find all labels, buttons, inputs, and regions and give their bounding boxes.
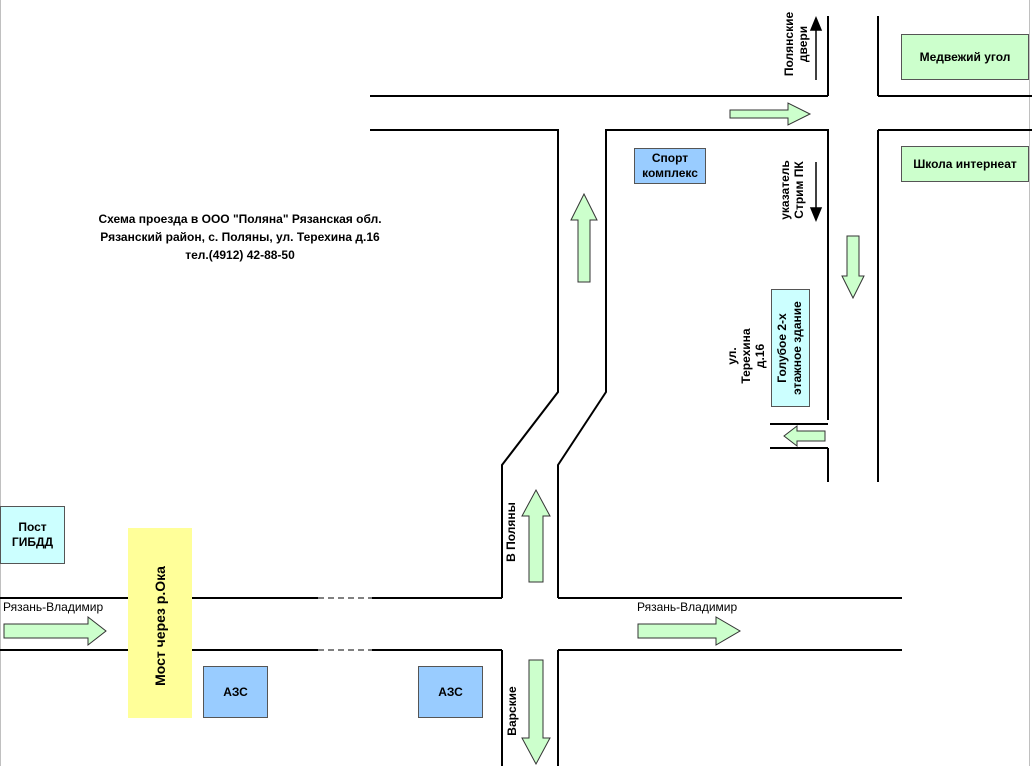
arrow-right-upper-road [729, 102, 812, 126]
arrow-up-v-polyany [521, 488, 551, 583]
bridge-oka-label: Мост через р.Ока [152, 566, 168, 686]
arrow-down-varskie [521, 659, 551, 766]
azs-left-box: АЗС [203, 666, 268, 718]
ukazatel-strim-label: указатель Стрим ПК [778, 160, 806, 220]
ul-line3: д.16 [753, 343, 767, 369]
ukazatel-line1: указатель [778, 160, 792, 220]
road-label-left: Рязань-Владимир [3, 600, 104, 614]
post-label-line1: Пост [18, 520, 47, 534]
title-line-1: Схема проезда в ООО "Поляна" Рязанская о… [98, 212, 382, 226]
varskie-label: Варские [505, 686, 519, 736]
sheet-left-border [0, 0, 1, 766]
polyany-road-right [557, 129, 829, 598]
azs-right-label: АЗС [438, 684, 463, 699]
goluboe-label-line2: этажное здание [790, 301, 804, 395]
medvezhiy-ugol-box: Медвежий угол [901, 34, 1029, 80]
sport-label-line2: комплекс [642, 166, 698, 180]
shkola-internat-box: Школа интернеат [901, 146, 1029, 182]
arrow-left-entrance [783, 424, 826, 448]
arrow-right-right-highway [637, 616, 741, 646]
polyanskie-line2: двери [796, 25, 810, 63]
goluboe-label-line1: Голубое 2-х [775, 313, 789, 383]
sport-label-line1: Спорт [651, 151, 689, 165]
ul-line2: Терехина [739, 328, 753, 384]
arrow-down-ukazatel-head [809, 207, 823, 222]
title-line-2: Рязанский район, с. Поляны, ул. Терехина… [100, 230, 380, 244]
route-description: Схема проезда в ООО "Поляна" Рязанская о… [60, 210, 420, 264]
arrow-up-polyany-road [570, 192, 598, 283]
ul-line1: ул. [725, 347, 739, 365]
azs-left-label: АЗС [223, 684, 248, 699]
road-label-right: Рязань-Владимир [637, 600, 738, 614]
v-polyany-label: В Поляны [504, 502, 518, 562]
ukazatel-line2: Стрим ПК [792, 161, 806, 219]
polyany-road-left [370, 129, 559, 598]
sport-kompleks-box: Спорт комплекс [634, 148, 706, 184]
polyanskie-dveri-label: Полянские двери [782, 12, 810, 76]
goluboe-zdanie-box [771, 289, 810, 407]
shkola-internat-label: Школа интернеат [913, 156, 1017, 171]
sheet-right-border [1029, 0, 1030, 766]
signpost-arrows [809, 16, 823, 222]
arrow-right-left-highway [3, 615, 107, 647]
direction-arrows [3, 102, 865, 766]
goluboe-zdanie-label: Голубое 2-х этажное здание [775, 301, 805, 395]
title-line-3: тел.(4912) 42-88-50 [185, 248, 295, 262]
bridge-oka-box [128, 528, 192, 718]
azs-right-box: АЗС [418, 666, 483, 718]
polyanskie-line1: Полянские [782, 11, 796, 77]
post-label-line2: ГИБДД [11, 535, 54, 549]
post-gibdd-box: Пост ГИБДД [0, 506, 65, 564]
arrow-up-polyanskie-head [809, 16, 823, 31]
ul-terekhina-label: ул. Терехина д.16 [725, 328, 767, 383]
medvezhiy-ugol-label: Медвежий угол [919, 49, 1011, 64]
arrow-down-terekhina [841, 235, 865, 300]
